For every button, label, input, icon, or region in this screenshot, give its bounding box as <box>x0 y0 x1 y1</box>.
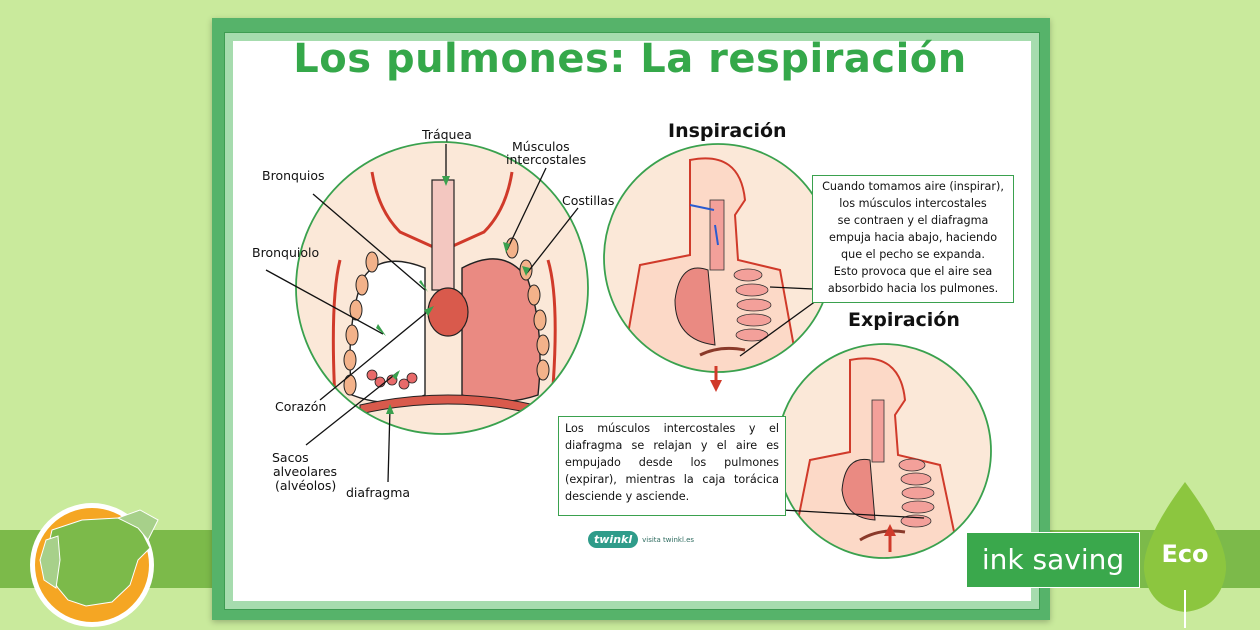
ink-saving-badge: ink saving <box>966 532 1140 588</box>
label-corazon: Corazón <box>275 399 327 414</box>
label-musculos-line2: intercostales <box>506 152 587 167</box>
heading-inspiracion: Inspiración <box>668 120 787 142</box>
inspiracion-textbox: Cuando tomamos aire (inspirar), los músc… <box>812 175 1014 303</box>
label-bronquios: Bronquios <box>262 168 325 183</box>
label-bronquiolo: Bronquiolo <box>252 245 320 260</box>
insp-line: Esto provoca que el aire sea <box>833 265 993 278</box>
inspiration-illustration <box>604 144 832 372</box>
portugal-shape <box>39 535 61 589</box>
twinkl-footer: twinkl visita twinkl.es <box>588 531 694 548</box>
expiracion-textbox: Los músculos intercostales y el diafragm… <box>558 416 786 516</box>
label-traquea: Tráquea <box>422 127 472 142</box>
twinkl-logo: twinkl <box>588 531 639 548</box>
label-sacos-line2: alveolares <box>273 464 338 479</box>
label-sacos-text1: Sacos <box>272 450 309 465</box>
insp-line: que el pecho se expanda. <box>841 248 985 261</box>
expiration-illustration <box>777 344 991 558</box>
insp-line: absorbido hacia los pulmones. <box>827 282 999 295</box>
lungs-illustration <box>296 142 588 434</box>
poster-title: Los pulmones: La respiración <box>293 36 967 82</box>
heading-expiracion: Expiración <box>848 309 960 331</box>
label-costillas: Costillas <box>562 193 615 208</box>
insp-line: Cuando tomamos aire (inspirar), <box>822 180 1004 193</box>
insp-line: empuja hacia abajo, haciendo <box>828 231 998 244</box>
eco-label: Eco <box>1161 540 1209 568</box>
twinkl-url: visita twinkl.es <box>642 535 695 544</box>
label-musculos-line1: Músculos <box>512 139 570 154</box>
insp-line: se contraen y el diafragma <box>837 214 989 227</box>
label-diafragma: diafragma <box>346 485 411 500</box>
label-sacos-line3: (alvéolos) <box>275 478 337 493</box>
insp-line: los músculos intercostales <box>839 197 987 210</box>
france-shape <box>116 509 159 541</box>
